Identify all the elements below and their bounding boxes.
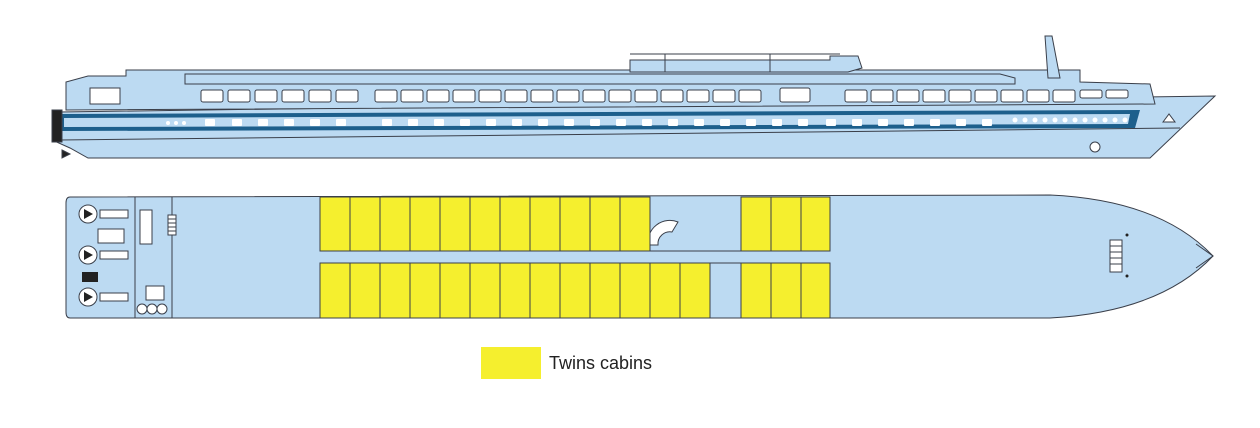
legend-label-twins-cabins: Twins cabins (549, 352, 653, 373)
cabin (319, 196, 351, 252)
lower-windows (166, 117, 1128, 126)
upper-windows (200, 87, 1129, 103)
cabin (770, 196, 802, 252)
cabin-block-bottom (319, 262, 831, 319)
cabin (559, 262, 591, 319)
cabin (349, 196, 381, 252)
cabin (379, 196, 411, 252)
cabin (409, 196, 441, 252)
cabin (589, 262, 621, 319)
cabin (529, 262, 561, 319)
cabin (740, 196, 772, 252)
cabin (619, 196, 651, 252)
cabin (800, 262, 831, 319)
wheelhouse (629, 55, 863, 73)
side-elevation (51, 35, 1217, 159)
cabin (589, 196, 621, 252)
cabin (469, 262, 501, 319)
mast (1044, 35, 1061, 79)
cabin (439, 262, 471, 319)
cabin (349, 262, 381, 319)
cabin (619, 262, 651, 319)
propeller-icon (61, 149, 72, 159)
legend-swatch-twins-cabins (481, 347, 541, 379)
legend: Twins cabins (481, 347, 652, 379)
superstructure-upper (184, 73, 1016, 85)
staircase-bow (1109, 239, 1123, 273)
cabin (409, 262, 441, 319)
cabin (740, 262, 772, 319)
cabin (800, 196, 831, 252)
engines (78, 204, 168, 315)
cabin (439, 196, 471, 252)
cabin (469, 196, 501, 252)
cabin (319, 262, 351, 319)
cabin (529, 196, 561, 252)
cabin (499, 262, 531, 319)
cabin-block-top (319, 196, 831, 252)
cabin (649, 262, 681, 319)
cabin (379, 262, 411, 319)
anchor-icon (1089, 141, 1101, 153)
cabin (770, 262, 802, 319)
cabin (679, 262, 711, 319)
cabin (499, 196, 531, 252)
staircase-aft (167, 214, 177, 236)
deck-plan (65, 194, 1214, 319)
cabin (559, 196, 591, 252)
